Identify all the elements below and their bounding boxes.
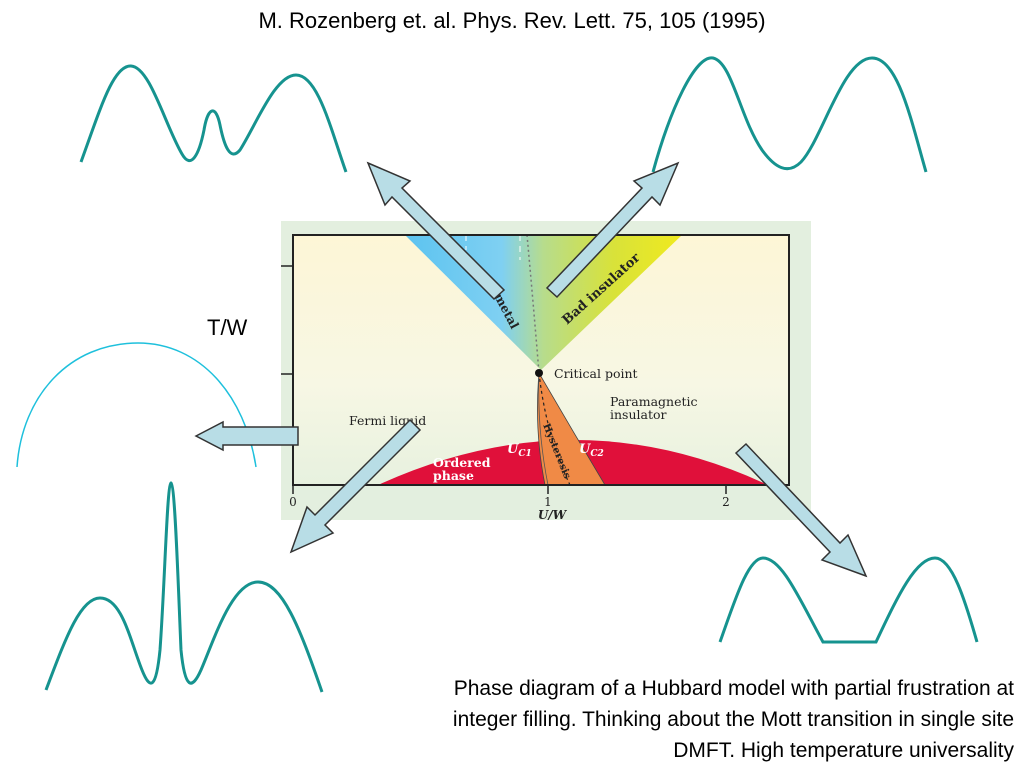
hysteresis-dotted-line	[538, 372, 571, 486]
critical-point-marker	[535, 369, 543, 377]
high-temperature-spectrum-curve	[16, 342, 257, 468]
x-axis-label: U/W	[538, 508, 568, 522]
caption: Phase diagram of a Hubbard model with pa…	[294, 673, 1014, 766]
arrow-to-high-temperature-spectrum	[194, 420, 299, 452]
x-tick-label: 1	[544, 495, 552, 509]
critical-point-label: Critical point	[554, 366, 638, 381]
arrow-to-bad-insulator-spectrum	[545, 161, 680, 299]
uc1-label: UC1	[507, 442, 532, 459]
paramagnetic-label-line2: insulator	[610, 407, 667, 422]
fermi-liquid-spectrum-curve	[44, 481, 324, 693]
plot-frame	[292, 234, 790, 486]
caption-line: Phase diagram of a Hubbard model with pa…	[453, 677, 1014, 700]
arrow-to-metal-spectrum	[366, 161, 506, 301]
uc2-label: UC2	[579, 442, 604, 459]
temperature-axis-label: T/W	[207, 315, 248, 340]
arrow-to-insulator-spectrum	[734, 442, 868, 578]
caption-line: integer filling. Thinking about the Mott…	[452, 708, 1014, 731]
insulator-spectrum-curve	[718, 556, 979, 644]
bad-insulator-spectrum-curve	[651, 56, 928, 173]
x-tick-label: 0	[289, 495, 297, 509]
ordered-phase-label-line1: Ordered	[433, 455, 491, 470]
caption-line: DMFT. High temperature universality	[673, 739, 1014, 762]
citation: M. Rozenberg et. al. Phys. Rev. Lett. 75…	[258, 8, 766, 33]
x-tick-label: 2	[722, 495, 730, 509]
ordered-phase-label-line2: phase	[433, 468, 474, 483]
arrow-to-fermi-liquid-spectrum	[289, 418, 422, 554]
paramagnetic-label-line1: Paramagnetic	[610, 394, 698, 409]
metal-spectrum-curve	[79, 64, 348, 173]
spectral-curves	[16, 56, 979, 693]
uc1-line	[538, 372, 549, 486]
arrows	[194, 161, 868, 578]
